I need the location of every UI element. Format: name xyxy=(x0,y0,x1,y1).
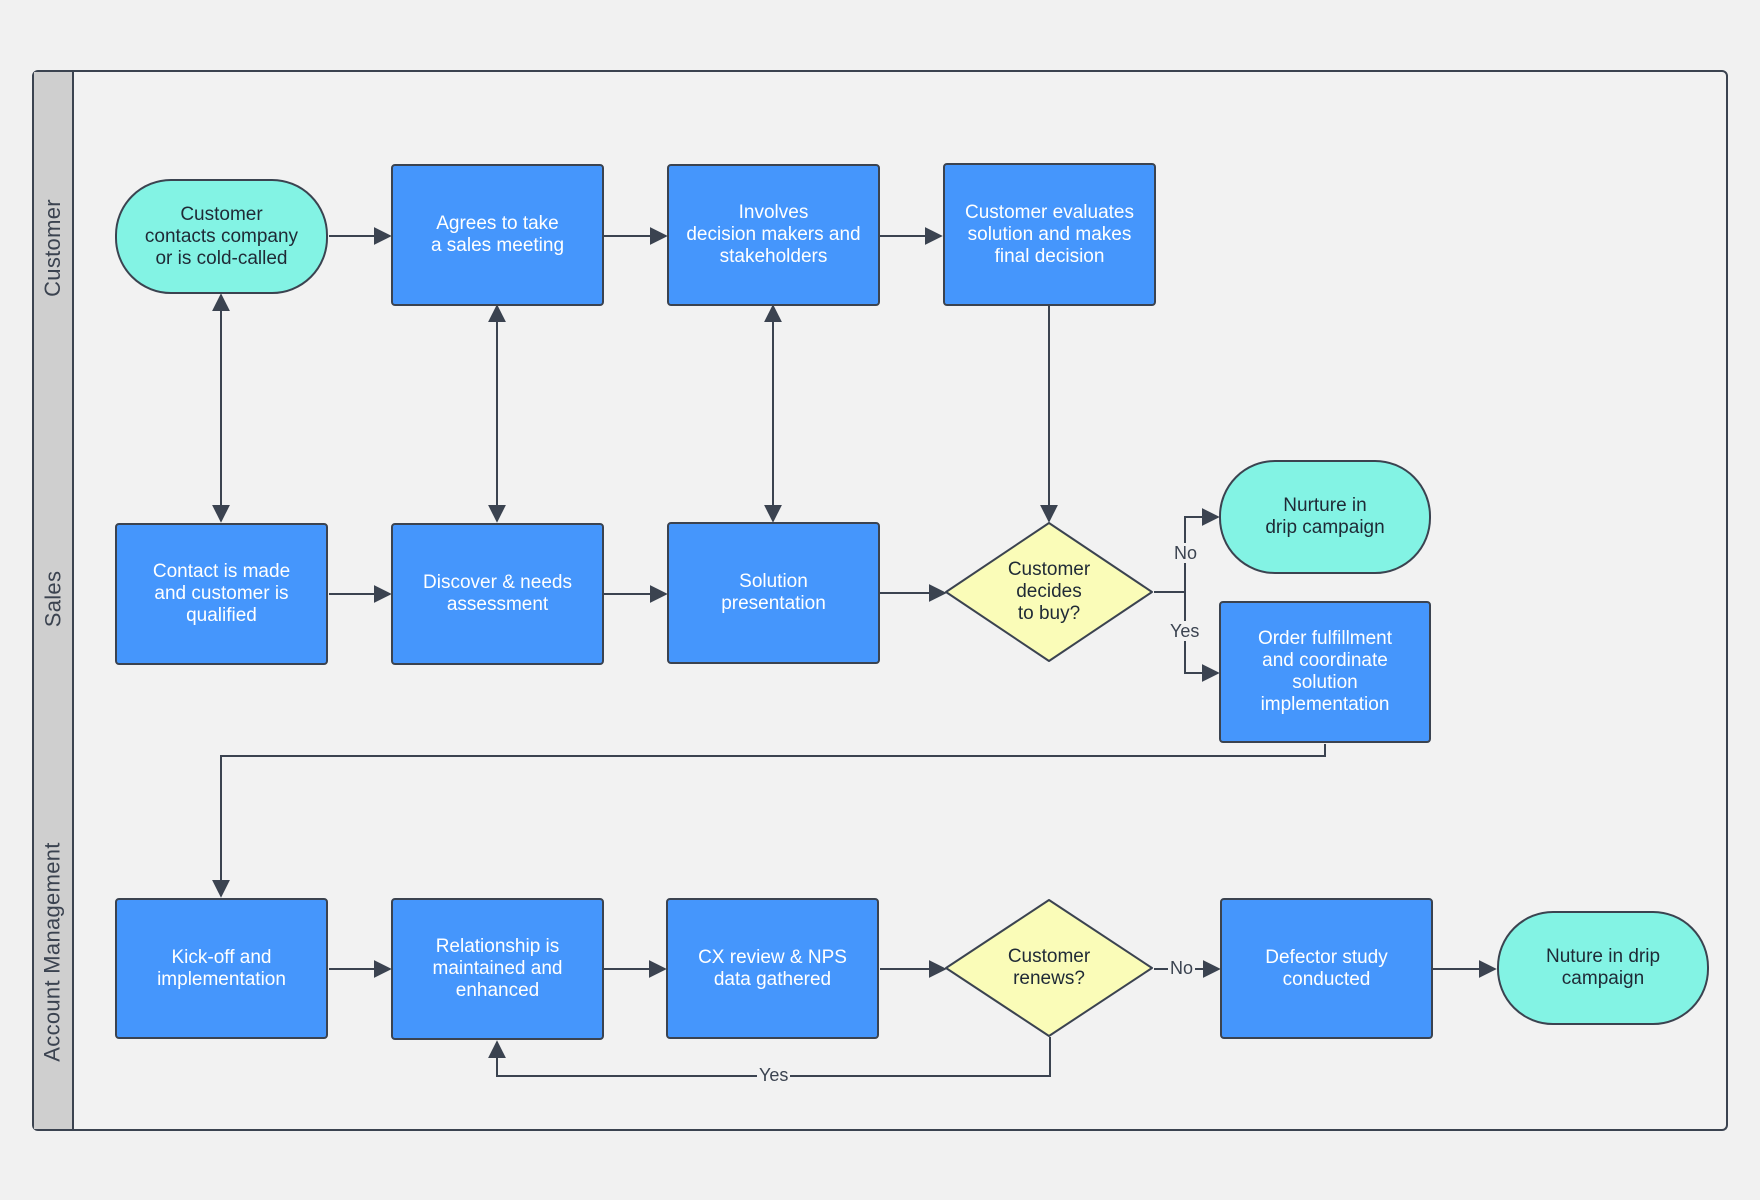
relationship-maintained-step[interactable]: Relationship is maintained and enhanced xyxy=(391,898,604,1040)
lane-header-customer: Customer xyxy=(34,72,74,423)
edge-label-buy-no: No xyxy=(1172,543,1200,563)
edge-fulfillment-to-kickoff xyxy=(212,744,1326,898)
decision-diamond-shape xyxy=(945,899,1153,1037)
involves-decision-makers-step[interactable]: Involves decision makers and stakeholder… xyxy=(667,164,880,306)
nurture-drip-campaign-terminal[interactable]: Nurture in drip campaign xyxy=(1219,460,1431,574)
discover-needs-assessment-step[interactable]: Discover & needs assessment xyxy=(391,523,604,665)
decision-label: Customer decides to buy? xyxy=(1007,559,1091,624)
decision-diamond-shape xyxy=(945,522,1153,662)
solution-presentation-step[interactable]: Solution presentation xyxy=(667,522,880,664)
nuture-drip-campaign-terminal[interactable]: Nuture in drip campaign xyxy=(1497,911,1709,1025)
customer-contacts-company-terminal[interactable]: Customer contacts company or is cold-cal… xyxy=(115,179,328,294)
lane-header-sales: Sales xyxy=(34,423,74,775)
defector-study-step[interactable]: Defector study conducted xyxy=(1220,898,1433,1039)
edge-label-renew-no: No xyxy=(1168,958,1196,978)
lane-header-account-management: Account Management xyxy=(34,775,74,1129)
customer-renews-decision[interactable]: Customer renews? xyxy=(944,898,1154,1038)
agrees-sales-meeting-step[interactable]: Agrees to take a sales meeting xyxy=(391,164,604,306)
order-fulfillment-step[interactable]: Order fulfillment and coordinate solutio… xyxy=(1219,601,1431,743)
customer-evaluates-step[interactable]: Customer evaluates solution and makes fi… xyxy=(943,163,1156,306)
kickoff-implementation-step[interactable]: Kick-off and implementation xyxy=(115,898,328,1039)
decision-label: Customer renews? xyxy=(1007,946,1091,989)
customer-decides-to-buy-decision[interactable]: Customer decides to buy? xyxy=(944,521,1154,663)
edge-label-renew-yes: Yes xyxy=(757,1065,791,1085)
edge-label-buy-yes: Yes xyxy=(1168,621,1202,641)
cx-review-nps-step[interactable]: CX review & NPS data gathered xyxy=(666,898,879,1039)
contact-made-qualified-step[interactable]: Contact is made and customer is qualifie… xyxy=(115,523,328,665)
